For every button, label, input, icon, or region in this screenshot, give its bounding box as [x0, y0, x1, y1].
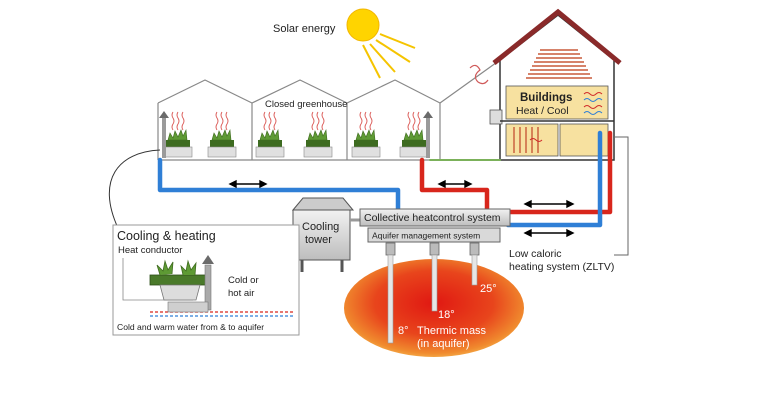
plant-unit	[399, 111, 429, 158]
plant-unit	[255, 111, 285, 158]
solar-energy-label: Solar energy	[273, 23, 336, 35]
wells	[385, 242, 480, 344]
hot-air-label: hot air	[228, 288, 254, 299]
connector-line	[108, 149, 161, 229]
low-caloric-label-1: Low caloric	[509, 248, 562, 260]
plant-unit	[303, 111, 333, 158]
plant-unit	[207, 111, 237, 158]
aquifer-mgmt-label: Aquifer management system	[372, 231, 480, 241]
low-caloric-label-2: heating system (ZLTV)	[509, 261, 614, 273]
floor-heating-coils	[513, 49, 592, 153]
pipes	[157, 130, 613, 228]
wave-icons	[529, 92, 603, 142]
temp-8-label: 8°	[398, 325, 409, 337]
cooling-label-1: Cooling	[302, 221, 339, 233]
cold-or-label: Cold or	[228, 275, 259, 286]
plant-unit	[163, 111, 193, 158]
plant-unit	[351, 111, 381, 158]
solar-reflection-icon	[469, 64, 489, 85]
plant-rows	[159, 111, 433, 158]
zltv-bracket	[614, 136, 629, 256]
buildings-label: Buildings	[520, 92, 572, 104]
collective-heatcontrol-box	[359, 208, 511, 227]
aquifer-management-box	[367, 227, 501, 243]
greenhouse-label: Closed greenhouse	[265, 99, 347, 110]
cooling-label-2: tower	[305, 234, 332, 246]
heat-cool-label: Heat / Cool	[516, 105, 569, 117]
thermic-mass-label-2: (in aquifer)	[417, 338, 470, 350]
water-label: Cold and warm water from & to aquifer	[117, 322, 264, 332]
heat-conductor-label: Heat conductor	[118, 245, 182, 256]
flow-arrows	[228, 179, 575, 238]
thermic-mass-label-1: Thermic mass	[417, 325, 487, 337]
inset-title: Cooling & heating	[117, 229, 216, 243]
inset-illustration	[122, 255, 295, 317]
sun-icon	[346, 8, 416, 79]
temp-25-label: 25°	[480, 283, 497, 295]
collective-label: Collective heatcontrol system	[364, 212, 501, 224]
cooling-tower	[291, 197, 362, 272]
temp-18-label: 18°	[438, 309, 455, 321]
